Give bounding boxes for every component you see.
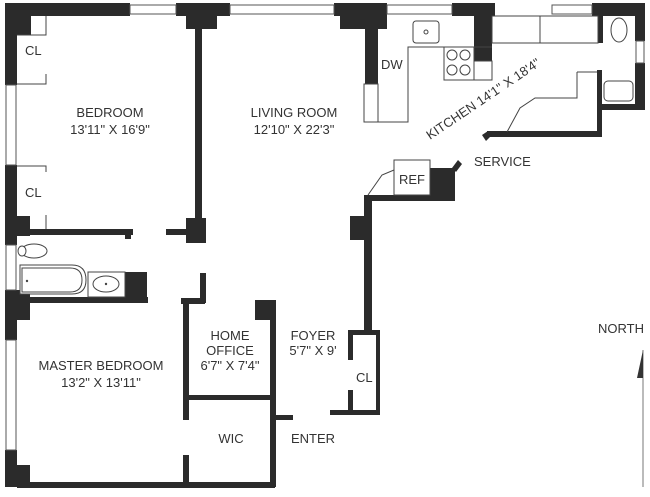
refrigerator bbox=[393, 159, 431, 196]
north-label: NORTH bbox=[598, 321, 644, 336]
home-office-dims: 6'7" X 7'4" bbox=[200, 358, 259, 373]
bath-fixtures bbox=[17, 243, 126, 298]
foyer-name: FOYER bbox=[291, 328, 336, 343]
home-office-name: HOME bbox=[211, 328, 250, 343]
enter-label: ENTER bbox=[291, 431, 335, 446]
wic-label: WIC bbox=[218, 431, 243, 446]
dishwasher bbox=[363, 83, 379, 123]
north-arrow bbox=[637, 350, 644, 487]
service-label: SERVICE bbox=[474, 154, 531, 169]
refrigerator-label: REF bbox=[399, 172, 425, 187]
master-bedroom-dims: 13'2" X 13'11" bbox=[61, 375, 141, 390]
living-room-name: LIVING ROOM bbox=[251, 105, 338, 120]
toilet bbox=[610, 17, 628, 43]
bedroom-dims: 13'11" X 16'9" bbox=[70, 122, 150, 137]
home-office-name-2: OFFICE bbox=[206, 343, 254, 358]
master-bedroom-name: MASTER BEDROOM bbox=[39, 358, 164, 373]
bedroom-name: BEDROOM bbox=[76, 105, 143, 120]
closet-label: CL bbox=[356, 370, 373, 385]
windows bbox=[5, 4, 645, 451]
living-room-dims: 12'10" X 22'3" bbox=[254, 122, 335, 137]
kitchen-fixtures bbox=[363, 15, 634, 196]
counter bbox=[491, 15, 599, 44]
foyer-dims: 5'7" X 9' bbox=[289, 343, 336, 358]
closet-label: CL bbox=[25, 43, 42, 58]
dishwasher-label: DW bbox=[381, 57, 403, 72]
sink bbox=[412, 20, 440, 44]
closet-doors bbox=[17, 16, 47, 229]
closet-label: CL bbox=[25, 185, 42, 200]
walls bbox=[5, 3, 645, 488]
kitchen-label: KITCHEN 14'1" X 18'4" bbox=[423, 55, 543, 143]
sink bbox=[603, 80, 634, 102]
